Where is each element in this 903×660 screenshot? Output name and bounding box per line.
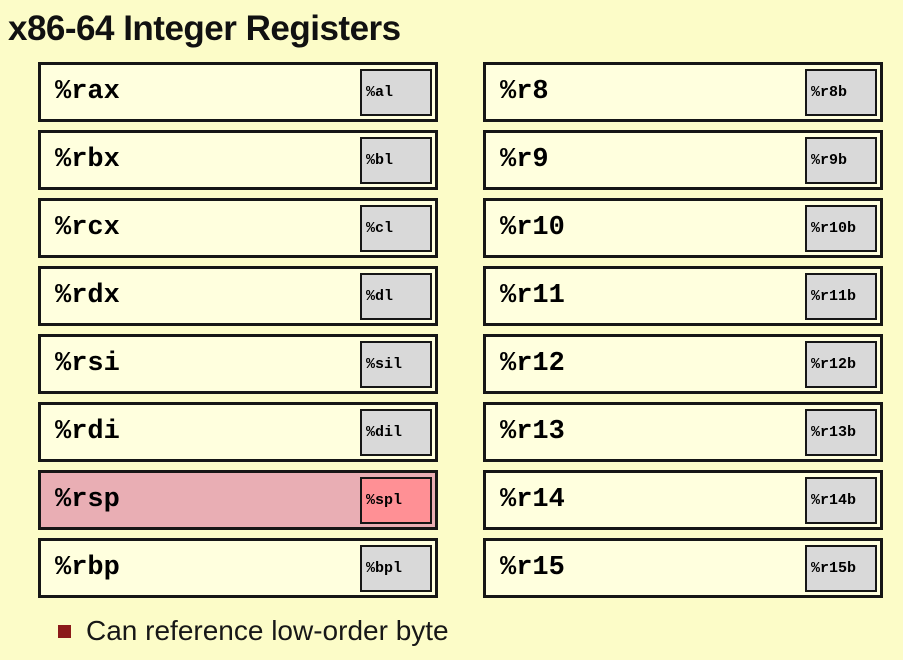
register-box-r14: %r14 %r14b — [483, 470, 883, 530]
register-label: %r13 — [500, 417, 565, 447]
register-label: %r9 — [500, 145, 549, 175]
bullet-square-icon — [58, 624, 71, 638]
register-label: %rax — [55, 77, 120, 107]
register-label: %rbx — [55, 145, 120, 175]
low-byte-box: %bpl — [360, 544, 432, 592]
register-box-r15: %r15 %r15b — [483, 538, 883, 598]
bullet-text: Can reference low-order byte — [86, 615, 449, 646]
register-box-rcx: %rcx %cl — [38, 198, 438, 258]
registers-column-left: %rax %al %rbx %bl %rcx %cl %rdx %dl %rsi %sil %rdi… — [38, 62, 438, 598]
low-byte-box: %r10b — [805, 204, 877, 252]
low-byte-box: %r13b — [805, 408, 877, 456]
register-label: %r12 — [500, 349, 565, 379]
low-byte-box: %sil — [360, 340, 432, 388]
register-box-rsp: %rsp %spl — [38, 470, 438, 530]
register-box-r10: %r10 %r10b — [483, 198, 883, 258]
register-label: %rdi — [55, 417, 120, 447]
page-title: x86-64 Integer Registers — [8, 9, 401, 48]
register-box-rbx: %rbx %bl — [38, 130, 438, 190]
register-box-r13: %r13 %r13b — [483, 402, 883, 462]
bullet-line: Can reference low-order byte — [58, 615, 903, 647]
register-box-r12: %r12 %r12b — [483, 334, 883, 394]
register-label: %rbp — [55, 553, 120, 583]
low-byte-box: %spl — [360, 476, 432, 524]
low-byte-box: %r14b — [805, 476, 877, 524]
register-label: %r14 — [500, 485, 565, 515]
register-box-r9: %r9 %r9b — [483, 130, 883, 190]
register-label: %r15 — [500, 553, 565, 583]
register-label: %r10 — [500, 213, 565, 243]
low-byte-box: %r11b — [805, 272, 877, 320]
register-label: %rsp — [55, 485, 120, 515]
register-label: %rsi — [55, 349, 120, 379]
register-box-r11: %r11 %r11b — [483, 266, 883, 326]
register-box-r8: %r8 %r8b — [483, 62, 883, 122]
register-label: %rdx — [55, 281, 120, 311]
low-byte-box: %cl — [360, 204, 432, 252]
low-byte-box: %dl — [360, 272, 432, 320]
low-byte-box: %bl — [360, 136, 432, 184]
register-label: %r8 — [500, 77, 549, 107]
low-byte-box: %dil — [360, 408, 432, 456]
low-byte-box: %r9b — [805, 136, 877, 184]
register-box-rdi: %rdi %dil — [38, 402, 438, 462]
register-box-rdx: %rdx %dl — [38, 266, 438, 326]
register-label: %rcx — [55, 213, 120, 243]
registers-column-right: %r8%r8b%r9%r9b%r10%r10b%r11%r11b%r12%r12… — [483, 62, 883, 598]
register-label: %r11 — [500, 281, 565, 311]
register-box-rbp: %rbp %bpl — [38, 538, 438, 598]
low-byte-box: %r15b — [805, 544, 877, 592]
low-byte-box: %r12b — [805, 340, 877, 388]
register-box-rax: %rax %al — [38, 62, 438, 122]
low-byte-box: %al — [360, 68, 432, 116]
register-box-rsi: %rsi %sil — [38, 334, 438, 394]
registers-grid: %rax %al %rbx %bl %rcx %cl %rdx %dl %rsi %sil %rdi… — [38, 62, 903, 598]
low-byte-box: %r8b — [805, 68, 877, 116]
